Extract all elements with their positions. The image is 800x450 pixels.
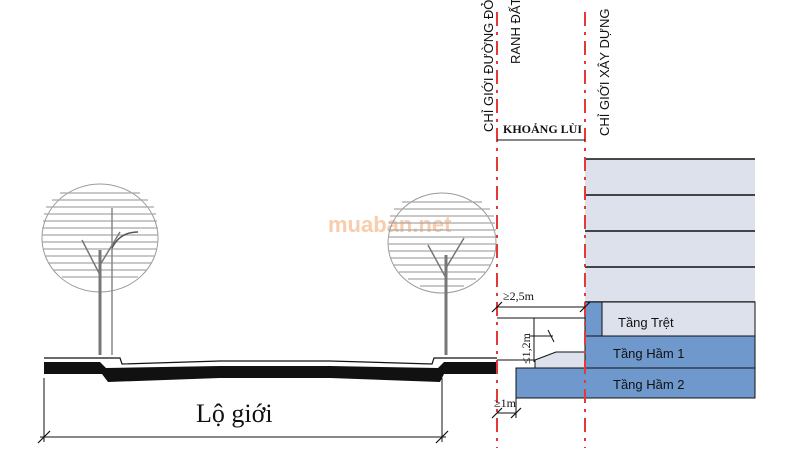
dim-1m-label: ≥1m bbox=[494, 396, 517, 410]
dim-1m bbox=[491, 398, 522, 419]
floor-label-basement-2: Tầng Hầm 2 bbox=[613, 377, 685, 392]
red-line-label: CHỈ GIỚI ĐƯỜNG ĐỎ bbox=[481, 0, 496, 132]
dim-1-2m bbox=[529, 318, 555, 362]
setback-area bbox=[497, 317, 585, 361]
setback-label: KHOẢNG LÙI bbox=[503, 122, 582, 136]
dim-2-5m bbox=[491, 301, 591, 313]
basement-2 bbox=[515, 367, 756, 399]
land-boundary-label: RANH ĐẤT bbox=[508, 0, 523, 64]
ground-floor bbox=[584, 301, 756, 337]
floor-label-basement-1: Tầng Hầm 1 bbox=[613, 346, 685, 361]
build-line-label: CHỈ GIỚI XÂY DỰNG bbox=[597, 9, 612, 136]
tree-left-icon bbox=[41, 183, 159, 355]
road-section bbox=[44, 357, 497, 382]
dim-1-2m-label: ≤1,2m bbox=[519, 332, 533, 364]
road-width-label: Lộ giới bbox=[196, 399, 273, 428]
dim-2-5m-label: ≥2,5m bbox=[503, 289, 535, 303]
floor-label-ground: Tầng Trệt bbox=[618, 315, 674, 330]
tree-right-icon bbox=[387, 192, 497, 355]
basement-1 bbox=[534, 335, 756, 369]
road-width-dimension bbox=[37, 378, 449, 444]
